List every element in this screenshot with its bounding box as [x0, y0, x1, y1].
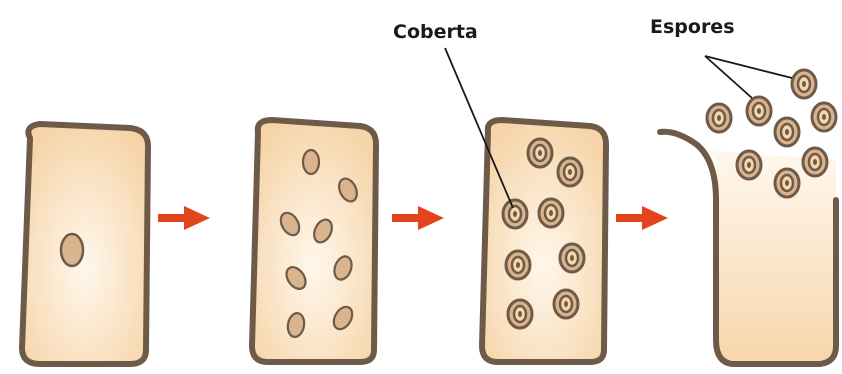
spore	[503, 200, 527, 228]
arrow-3	[616, 206, 668, 230]
spore	[528, 139, 552, 167]
stage-3-cell	[482, 120, 606, 362]
spore	[737, 151, 761, 179]
label-coberta: Coberta	[393, 21, 478, 43]
stage-1-cell	[22, 124, 148, 364]
spore	[508, 300, 532, 328]
arrow-2	[392, 206, 444, 230]
spore	[560, 244, 584, 272]
spore	[775, 118, 799, 146]
label-espores: Espores	[650, 16, 735, 38]
spore	[747, 97, 771, 125]
nucleus	[303, 150, 319, 174]
spore	[812, 103, 836, 131]
spore	[803, 148, 827, 176]
spore	[707, 104, 731, 132]
arrow-1	[158, 206, 210, 230]
cell-1-body	[22, 124, 148, 364]
spore	[539, 199, 563, 227]
stage-2-cell	[252, 120, 376, 362]
spore	[558, 158, 582, 186]
stage-4-cell	[660, 70, 836, 364]
spore	[775, 169, 799, 197]
spore	[506, 251, 530, 279]
spore	[792, 70, 816, 98]
spore	[554, 290, 578, 318]
cell-1-nucleus	[61, 234, 83, 266]
